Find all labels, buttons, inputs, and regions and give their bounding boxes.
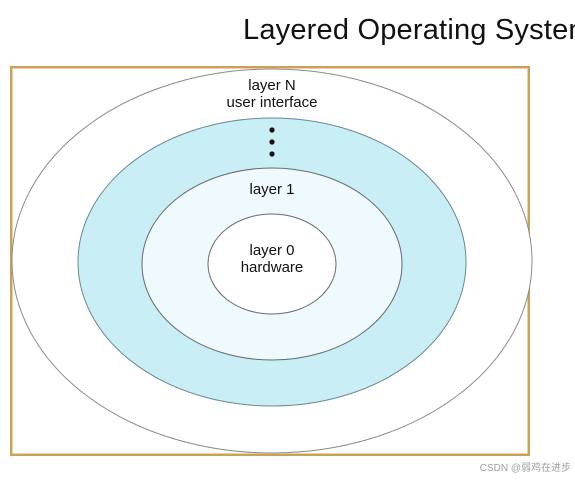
watermark: CSDN @弱鸡在进步: [479, 463, 571, 474]
slide-title: Layered Operating Systen: [243, 14, 575, 46]
layer-n-desc: user interface: [227, 94, 318, 111]
layer-0-core: [207, 213, 337, 315]
layer-0-desc: hardware: [241, 259, 304, 276]
layer-1-name: layer 1: [249, 181, 294, 198]
layer-n-name: layer N: [248, 77, 296, 94]
layer-0-name: layer 0: [249, 242, 294, 259]
ellipsis-dot: [269, 139, 275, 145]
ellipsis-dot: [269, 127, 275, 133]
ellipsis-dot: [269, 151, 275, 157]
